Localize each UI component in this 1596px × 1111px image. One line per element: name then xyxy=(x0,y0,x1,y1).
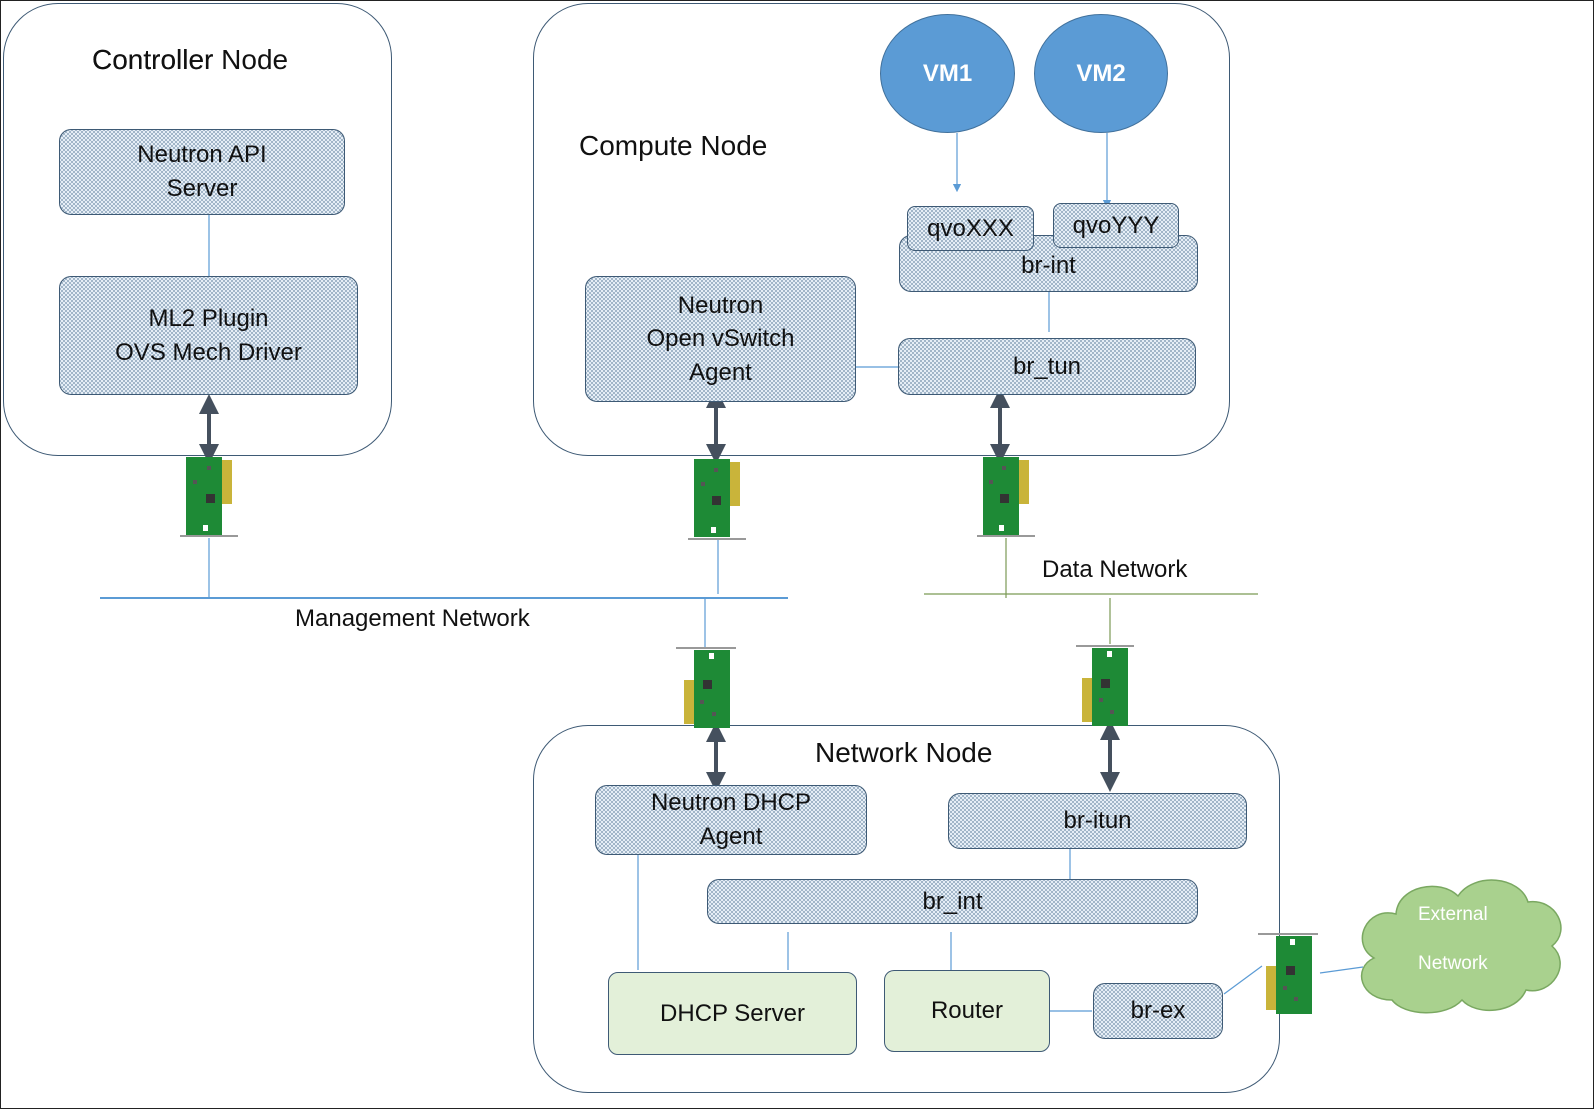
brex-nic-link xyxy=(1223,965,1263,995)
management-network-label: Management Network xyxy=(295,605,530,632)
network-node-title: Network Node xyxy=(815,737,993,768)
compute-node-title: Compute Node xyxy=(579,130,768,161)
br-tun-box: br_tun xyxy=(898,338,1196,395)
neutron-ovs-agent-box: Neutron Open vSwitch Agent xyxy=(585,276,856,402)
vm2-circle: VM2 xyxy=(1034,14,1168,133)
controller-nic-icon xyxy=(180,457,238,537)
br-itun-box: br-itun xyxy=(948,793,1247,849)
dhcp-server-box: DHCP Server xyxy=(608,972,857,1055)
qvo-yyy-box: qvoYYY xyxy=(1053,203,1179,248)
br-int-network-box: br_int xyxy=(707,879,1198,924)
external-network-label-line2: Network xyxy=(1418,953,1488,974)
external-network-cloud-icon xyxy=(1360,879,1562,1014)
br-ex-box: br-ex xyxy=(1093,983,1223,1039)
external-network-label-line1: External xyxy=(1418,904,1488,925)
compute-data-nic-icon xyxy=(977,457,1035,537)
compute-agent-nic-icon xyxy=(688,459,746,540)
data-network-label: Data Network xyxy=(1042,556,1188,583)
nic-external-link xyxy=(1319,966,1364,974)
network-mgmt-nic-icon xyxy=(676,647,736,728)
neutron-dhcp-agent-box: Neutron DHCP Agent xyxy=(595,785,867,855)
qvo-xxx-box: qvoXXX xyxy=(907,206,1034,251)
vm1-circle: VM1 xyxy=(880,14,1015,133)
external-nic-icon xyxy=(1258,933,1318,1014)
router-box: Router xyxy=(884,970,1050,1052)
network-data-nic-icon xyxy=(1076,645,1134,726)
ml2-plugin-box: ML2 Plugin OVS Mech Driver xyxy=(59,276,358,395)
neutron-api-server-box: Neutron API Server xyxy=(59,129,345,215)
controller-node-title: Controller Node xyxy=(92,44,289,75)
